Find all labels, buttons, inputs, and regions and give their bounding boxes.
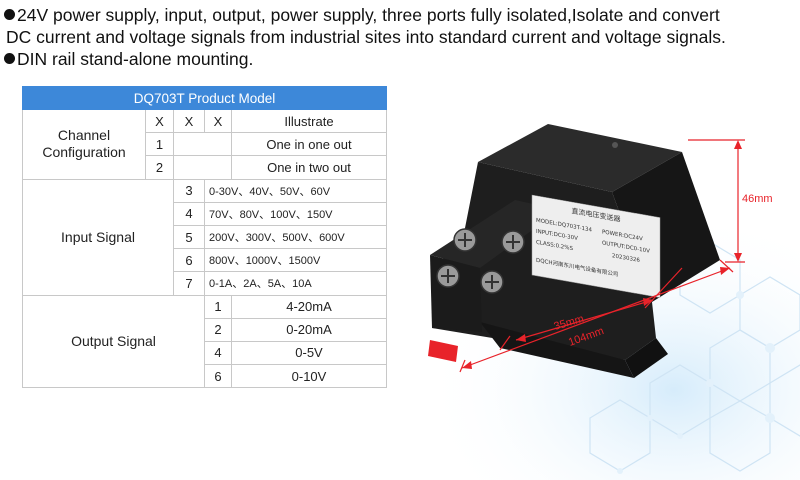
dimension-lines [459,139,745,373]
output-desc: 0-10V [231,364,387,389]
intro-line-3: DIN rail stand-alone mounting. [4,48,794,70]
product-label: 直流电压变送器 MODEL:DQ703T-134 POWER:DC24V INP… [531,194,661,298]
intro-line-2: DC current and voltage signals from indu… [6,27,726,47]
channel-code: 1 [145,132,174,157]
output-desc: 4-20mA [231,294,387,319]
bullet-icon [4,53,15,64]
intro-line-1: 24V power supply, input, output, power s… [4,4,794,26]
header-x-3: X [204,108,232,134]
input-code: 5 [173,224,205,250]
table-row: 4 0-5V [23,340,387,366]
table-row: 7 0-1A、2A、5A、10A [23,271,387,296]
table-row: Output Signal 1 4-20mA [22,294,387,389]
table-row: 5 200V、300V、500V、600V [23,224,387,250]
output-code: 2 [204,317,232,342]
output-desc: 0-5V [231,340,387,366]
input-desc: 200V、300V、500V、600V [204,224,387,250]
output-signal-label: Output Signal [22,294,205,389]
output-code: 6 [204,364,232,389]
table-row: 6 0-10V [23,364,387,389]
label-date: 20230326 [612,253,640,264]
input-desc: 0-30V、40V、50V、60V [204,178,387,203]
status-led [612,142,618,148]
output-code: 1 [204,294,232,319]
din-rail-foot [625,338,668,378]
red-release-tab [428,340,458,362]
input-desc: 800V、1000V、1500V [204,248,387,273]
input-code: 4 [173,201,205,226]
table-row: 1 One in one out [23,132,387,157]
table-row: 4 70V、80V、100V、150V [23,201,387,226]
input-desc: 0-1A、2A、5A、10A [204,271,387,296]
height-dimension-label: 46mm [742,193,773,205]
channel-desc: One in one out [231,132,387,157]
table-row: Input Signal 3 0-30V、40V、50V、60V [22,178,387,296]
intro-text: 24V power supply, input, output, power s… [4,4,794,70]
transmitter-device-illustration: 直流电压变送器 MODEL:DQ703T-134 POWER:DC24V INP… [428,124,773,378]
input-signal-label: Input Signal [22,178,174,296]
input-desc: 70V、80V、100V、150V [204,201,387,226]
header-x-1: X [145,108,174,134]
input-code: 7 [173,271,205,296]
channel-desc: One in two out [231,155,387,180]
device-top-face [478,124,682,192]
table-title: DQ703T Product Model [22,86,387,110]
input-code: 3 [173,178,205,203]
output-code: 4 [204,340,232,366]
terminal-screws [436,228,525,294]
output-desc: 0-20mA [231,317,387,342]
input-code: 6 [173,248,205,273]
bullet-icon [4,9,15,20]
table-row: 2 One in two out [23,155,387,180]
header-illustrate: Illustrate [231,108,387,134]
header-x-2: X [173,108,205,134]
channel-code: 2 [145,155,174,180]
